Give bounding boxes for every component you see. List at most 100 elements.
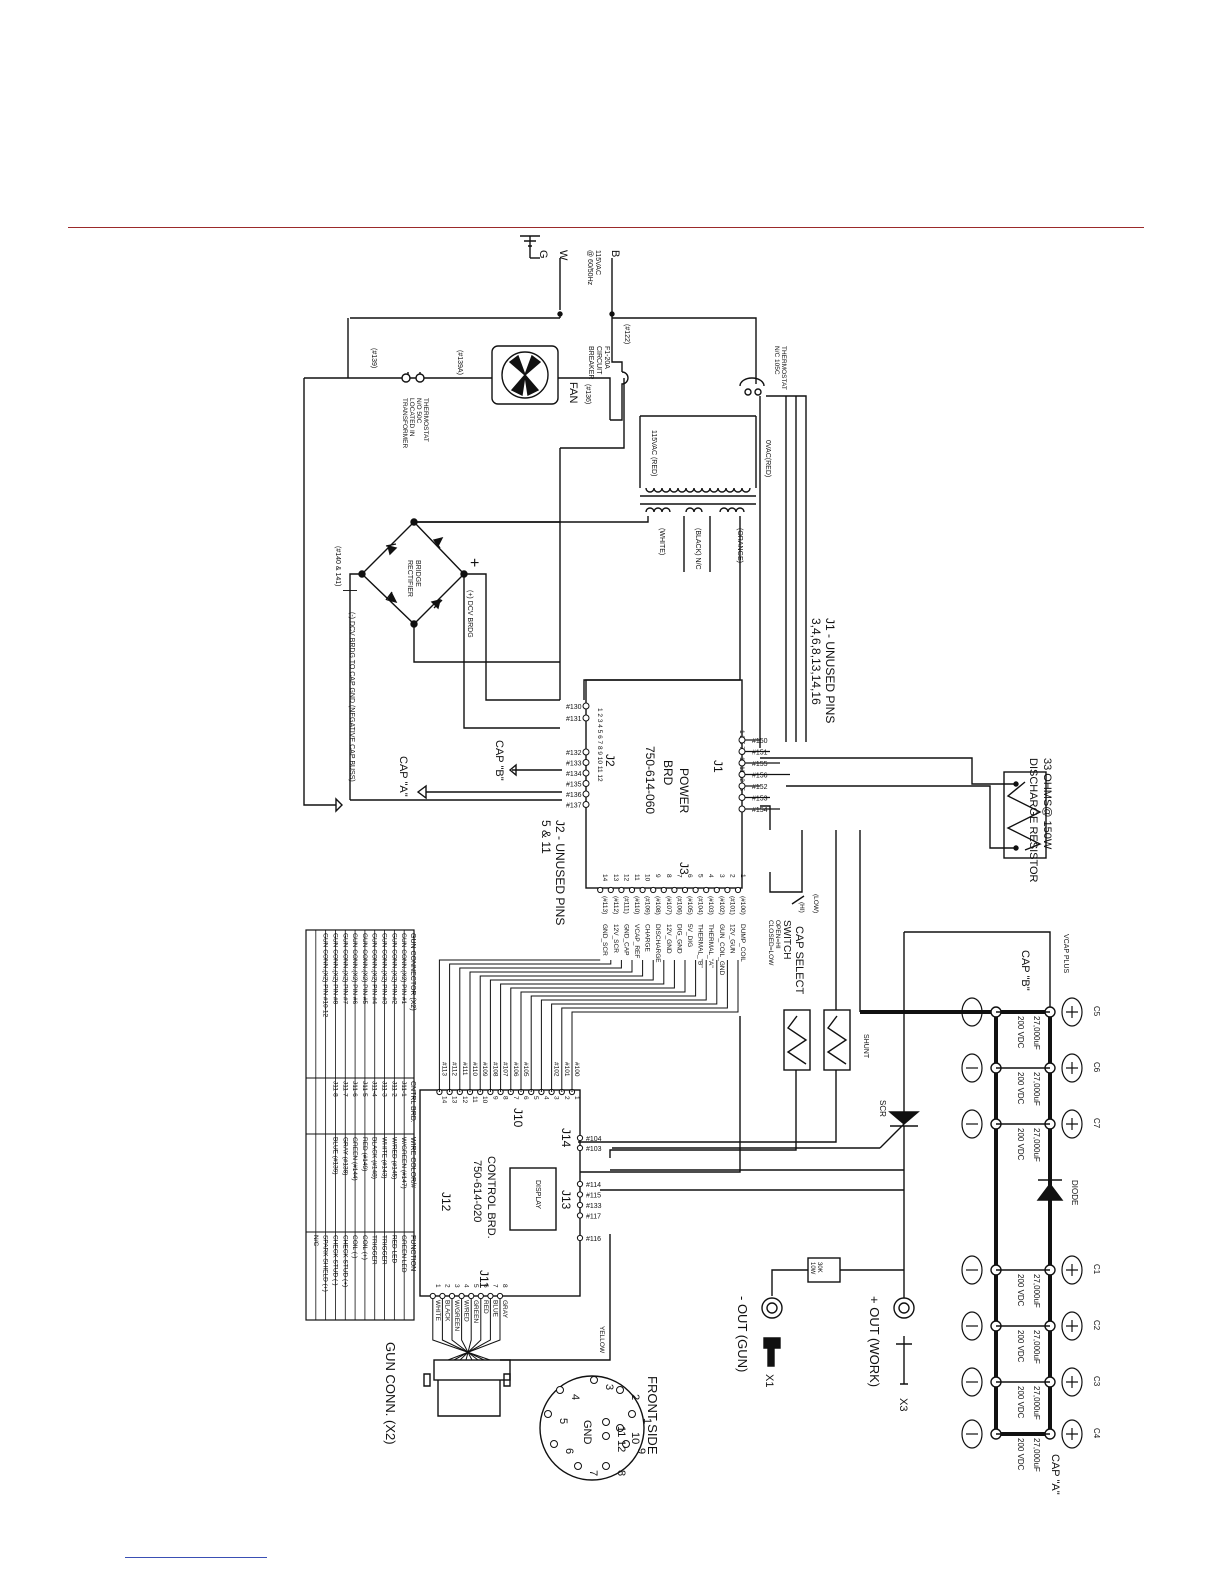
- cap-value: 27,000uF: [1032, 1016, 1041, 1050]
- table-cell: COIL (+): [361, 1235, 368, 1260]
- table-header: GUN CONNECTOR (X2): [409, 933, 416, 1011]
- j11-wire-label: W/GREEN: [453, 1300, 460, 1331]
- wire-140-label: (#140 & 141): [334, 546, 341, 586]
- j3-pin-number: 7: [675, 874, 682, 878]
- j10-wire-label: #107: [502, 1062, 509, 1077]
- table-cell: J11-3: [381, 1081, 388, 1097]
- j3-pin-number: 12: [622, 874, 629, 882]
- connector-pin: [574, 1462, 582, 1470]
- connector-pin-number: 1: [641, 1418, 653, 1424]
- j3-signal-label: 5V_DIG: [686, 924, 693, 947]
- j13-pin: [576, 1212, 584, 1219]
- ribbon-wire: [500, 960, 665, 1092]
- j1-wire-label: #154: [752, 807, 768, 814]
- j2-unused-label-2: 5 & 11: [539, 820, 553, 854]
- j1-unused-label-1: J1 - UNUSED PINS: [823, 618, 837, 723]
- cap-value: 27,000uF: [1032, 1274, 1041, 1308]
- connector-pin: [556, 1386, 564, 1394]
- stud-gun-icon: [763, 1337, 781, 1367]
- power-brd-label-1: POWER: [677, 768, 691, 814]
- j10-pin-number: 12: [461, 1096, 468, 1104]
- j3-pin: [692, 886, 699, 894]
- footer-link-underline[interactable]: [125, 1557, 267, 1558]
- j1-pin: [738, 759, 746, 767]
- j12-label: J12: [439, 1192, 453, 1212]
- j2-pin: [582, 769, 590, 777]
- connector-pin: [602, 1418, 610, 1426]
- table-cell: GUN CONN.(X2) PIN #4: [371, 933, 378, 1005]
- mains-freq-label: @ 60/50Hz: [586, 250, 593, 286]
- front-side-label: FRONT SIDE: [645, 1376, 660, 1455]
- j3-pin: [597, 886, 604, 894]
- j11-pin-number: 1: [434, 1284, 441, 1288]
- j3-label: J3: [677, 862, 691, 875]
- j10-wire-label: #101: [563, 1062, 570, 1077]
- ribbon-wire: [540, 960, 707, 1092]
- j2-wire-label: #135: [566, 782, 582, 789]
- j2-pin: [582, 702, 590, 710]
- breaker-name2-label: BREAKER: [587, 346, 594, 379]
- xfmr-0vac-label: 0VAC(RED): [764, 440, 771, 477]
- table-cell: J11-7: [341, 1081, 348, 1097]
- cap-value: 27,000uF: [1032, 1330, 1041, 1364]
- j13-wire-label: #114: [586, 1182, 601, 1189]
- dcv-neg-label: (-) DCV BRDG TO CAP GND (NEGATIVE CAP BU…: [348, 612, 355, 782]
- mains-g-label: G: [537, 250, 549, 259]
- display-label: DISPLAY: [534, 1180, 541, 1209]
- j2-pin: [582, 748, 590, 756]
- table-cell: RED (#149): [361, 1137, 368, 1171]
- control-label-1: CONTROL BRD.: [485, 1156, 497, 1239]
- bridge-label-2: RECTIFIER: [406, 560, 413, 597]
- j11-pin-number: 5: [472, 1284, 479, 1288]
- ribbon-wire: [489, 960, 654, 1092]
- j3-pin: [628, 886, 636, 894]
- j3-wire-label: (#104): [697, 896, 704, 915]
- j10-wire-labels: 1234567891011121314#100#101#102#105#106#…: [436, 1062, 580, 1104]
- thermo-xfmr-label-2: N/O 50C: [415, 398, 422, 424]
- j2-pin: [582, 780, 590, 787]
- connector-pin: [602, 1462, 610, 1470]
- table-cell: BLACK (#148): [371, 1137, 378, 1179]
- connector-pin-number: 6: [563, 1448, 575, 1454]
- j3-wire-label: (#105): [686, 896, 693, 915]
- j11-pin: [439, 1292, 446, 1300]
- j3-wire-label: (#112): [612, 896, 619, 914]
- j11-wire-label: GREEN: [472, 1300, 479, 1323]
- transformer: [639, 415, 757, 513]
- j3-pin: [703, 886, 710, 894]
- cap-select-hi-label: (HI): [798, 902, 805, 913]
- cap-select-label-4: CLOSED=LOW: [767, 920, 774, 966]
- j3-wire-label: (#100): [739, 896, 746, 915]
- discharge-label-2: DISCHARGE RESISTOR: [1027, 758, 1039, 883]
- j11-pin-number: 7: [491, 1284, 498, 1288]
- minus-sign-icon: [961, 1109, 983, 1139]
- breaker-wire-label: (#122): [623, 324, 630, 344]
- table-cell: GREEN LED: [400, 1235, 407, 1273]
- cap-select-label-1: CAP SELECT: [793, 926, 805, 995]
- connector-pin-number: 11: [615, 1426, 627, 1437]
- breaker-rating-label: F1-20A: [603, 346, 610, 369]
- j3-pin-number: 11: [633, 874, 640, 881]
- plus-sign: +: [470, 555, 479, 572]
- table-cell: TRIGGER: [371, 1235, 378, 1265]
- shunt-resistors: [783, 1009, 851, 1071]
- table-cell: COIL (-): [351, 1235, 358, 1258]
- j13-wire-label: #133: [586, 1203, 602, 1210]
- ribbon-wire: [438, 959, 601, 1092]
- minus-sign-icon: [961, 1255, 983, 1285]
- j10-pin-number: 7: [512, 1096, 519, 1100]
- connector-pin: [590, 1376, 598, 1384]
- cap-name: C4: [1092, 1428, 1101, 1439]
- j3-pin: [713, 886, 720, 894]
- cap-value: 27,000uF: [1032, 1072, 1041, 1106]
- j13-wire-label: #116: [586, 1236, 601, 1243]
- j11-label: J11: [477, 1270, 491, 1289]
- j3-wire-label: (#111): [622, 896, 629, 914]
- connector-pin-number: 9: [635, 1448, 647, 1454]
- j2-unused-label-1: J2 - UNUSED PINS: [553, 820, 567, 925]
- j11-pin-number: 2: [443, 1284, 450, 1288]
- cap-voltage: 200 VDC: [1016, 1330, 1025, 1363]
- ribbon-wire: [571, 960, 739, 1092]
- j3-pin: [618, 886, 625, 894]
